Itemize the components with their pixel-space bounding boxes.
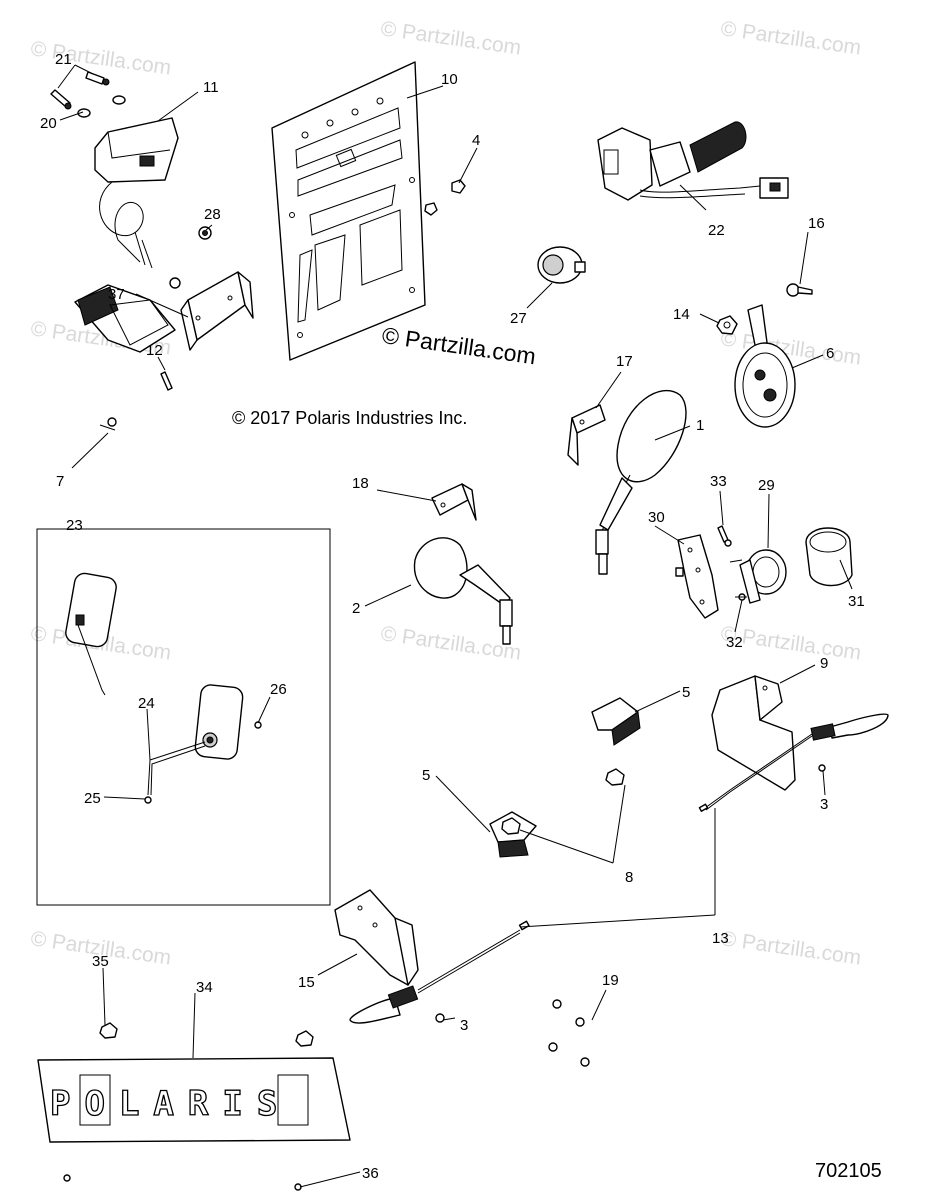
callout-10: 10 (441, 71, 458, 88)
watermark: © Partzilla.com (379, 622, 522, 664)
callout-21: 21 (55, 51, 72, 68)
callout-18: 18 (352, 475, 369, 492)
callout-3: 3 (460, 1017, 468, 1034)
handlebar-switch-part-22 (597, 121, 789, 201)
nut-part-35 (99, 1022, 314, 1047)
block-part-5 (591, 697, 641, 746)
callout-9: 9 (820, 655, 828, 672)
callout-1: 1 (696, 417, 704, 434)
callout-8: 8 (625, 869, 633, 886)
mirror-part-2 (413, 537, 513, 645)
nut-part-28 (169, 226, 212, 289)
callout-14: 14 (673, 306, 690, 323)
switch-part-27 (537, 246, 586, 284)
horn-part-6 (734, 304, 796, 428)
callout-25: 25 (84, 790, 101, 807)
callout-15: 15 (298, 974, 315, 991)
screw-part-16 (786, 283, 813, 297)
callout-16: 16 (808, 215, 825, 232)
nut-part-4 (424, 179, 466, 216)
callout-6: 6 (826, 345, 834, 362)
callout-4: 4 (472, 132, 480, 149)
callout-29: 29 (758, 477, 775, 494)
callout-24: 24 (138, 695, 155, 712)
callout-2: 2 (352, 600, 360, 617)
callout-17: 17 (616, 353, 633, 370)
nut-part-8 (501, 768, 625, 835)
callout-7: 7 (56, 473, 64, 490)
turn-signal-part-13 (698, 713, 889, 812)
washers-part-20 (77, 95, 126, 118)
bracket-part-9 (711, 675, 796, 791)
callout-19: 19 (602, 972, 619, 989)
callout-23: 23 (66, 517, 83, 534)
callout-36: 36 (362, 1165, 379, 1182)
plate-lettering: POLARIS (50, 1084, 291, 1124)
callout-numbers: 21 11 20 10 4 22 16 28 37 27 14 6 12 7 1… (40, 51, 865, 1182)
ring-part-31 (805, 527, 853, 587)
callout-28: 28 (204, 206, 221, 223)
callout-5: 5 (682, 684, 690, 701)
screw-part-3 (818, 764, 826, 772)
bracket-part-30 (675, 534, 719, 619)
tail-light-part-11 (94, 117, 179, 269)
screws-part-19 (548, 999, 590, 1067)
callout-22: 22 (708, 222, 725, 239)
turn-signal-part-13 (349, 920, 530, 1024)
nut-part-14 (716, 315, 738, 335)
mirror-part-1 (595, 389, 687, 575)
callout-26: 26 (270, 681, 287, 698)
callout-11: 11 (203, 79, 219, 96)
watermark: © Partzilla.com (719, 927, 862, 969)
leader-lines (57, 64, 853, 1188)
callout-12: 12 (146, 342, 163, 359)
screws-part-36 (63, 1174, 302, 1191)
flasher-module-part-7 (74, 284, 176, 431)
callout-20: 20 (40, 115, 57, 132)
bracket-part-15 (334, 889, 419, 986)
watermark: © Partzilla.com (379, 17, 522, 59)
callout-27: 27 (510, 310, 527, 327)
callout-35: 35 (92, 953, 109, 970)
callout-34: 34 (196, 979, 213, 996)
document-number: 702105 (815, 1160, 882, 1182)
watermark: © Partzilla.com (719, 17, 862, 59)
callout-13: 13 (712, 930, 729, 947)
copyright-notice: © 2017 Polaris Industries Inc. (232, 408, 468, 428)
screw-part-3 (435, 1013, 445, 1023)
callout-5: 5 (422, 767, 430, 784)
washer-part-32 (735, 593, 747, 601)
watermark: © Partzilla.com (29, 37, 172, 79)
callout-30: 30 (648, 509, 665, 526)
callout-33: 33 (710, 473, 727, 490)
polaris-plate-part-34: POLARIS (37, 1057, 351, 1143)
callout-32: 32 (726, 634, 743, 651)
kit-box-part-23 (36, 528, 331, 906)
bracket-part-18 (431, 483, 477, 521)
bracket-part-37 (180, 271, 254, 351)
horn-part-29 (729, 549, 787, 604)
callout-37: 37 (108, 286, 125, 303)
screw-part-33 (717, 525, 732, 547)
license-plate-bracket-part-10 (271, 61, 426, 361)
screws-part-21 (50, 71, 110, 110)
screw-part-12 (160, 371, 173, 391)
callout-31: 31 (848, 593, 865, 610)
screw-part-25 (144, 796, 152, 804)
callout-3: 3 (820, 796, 828, 813)
bracket-part-17 (567, 404, 606, 466)
